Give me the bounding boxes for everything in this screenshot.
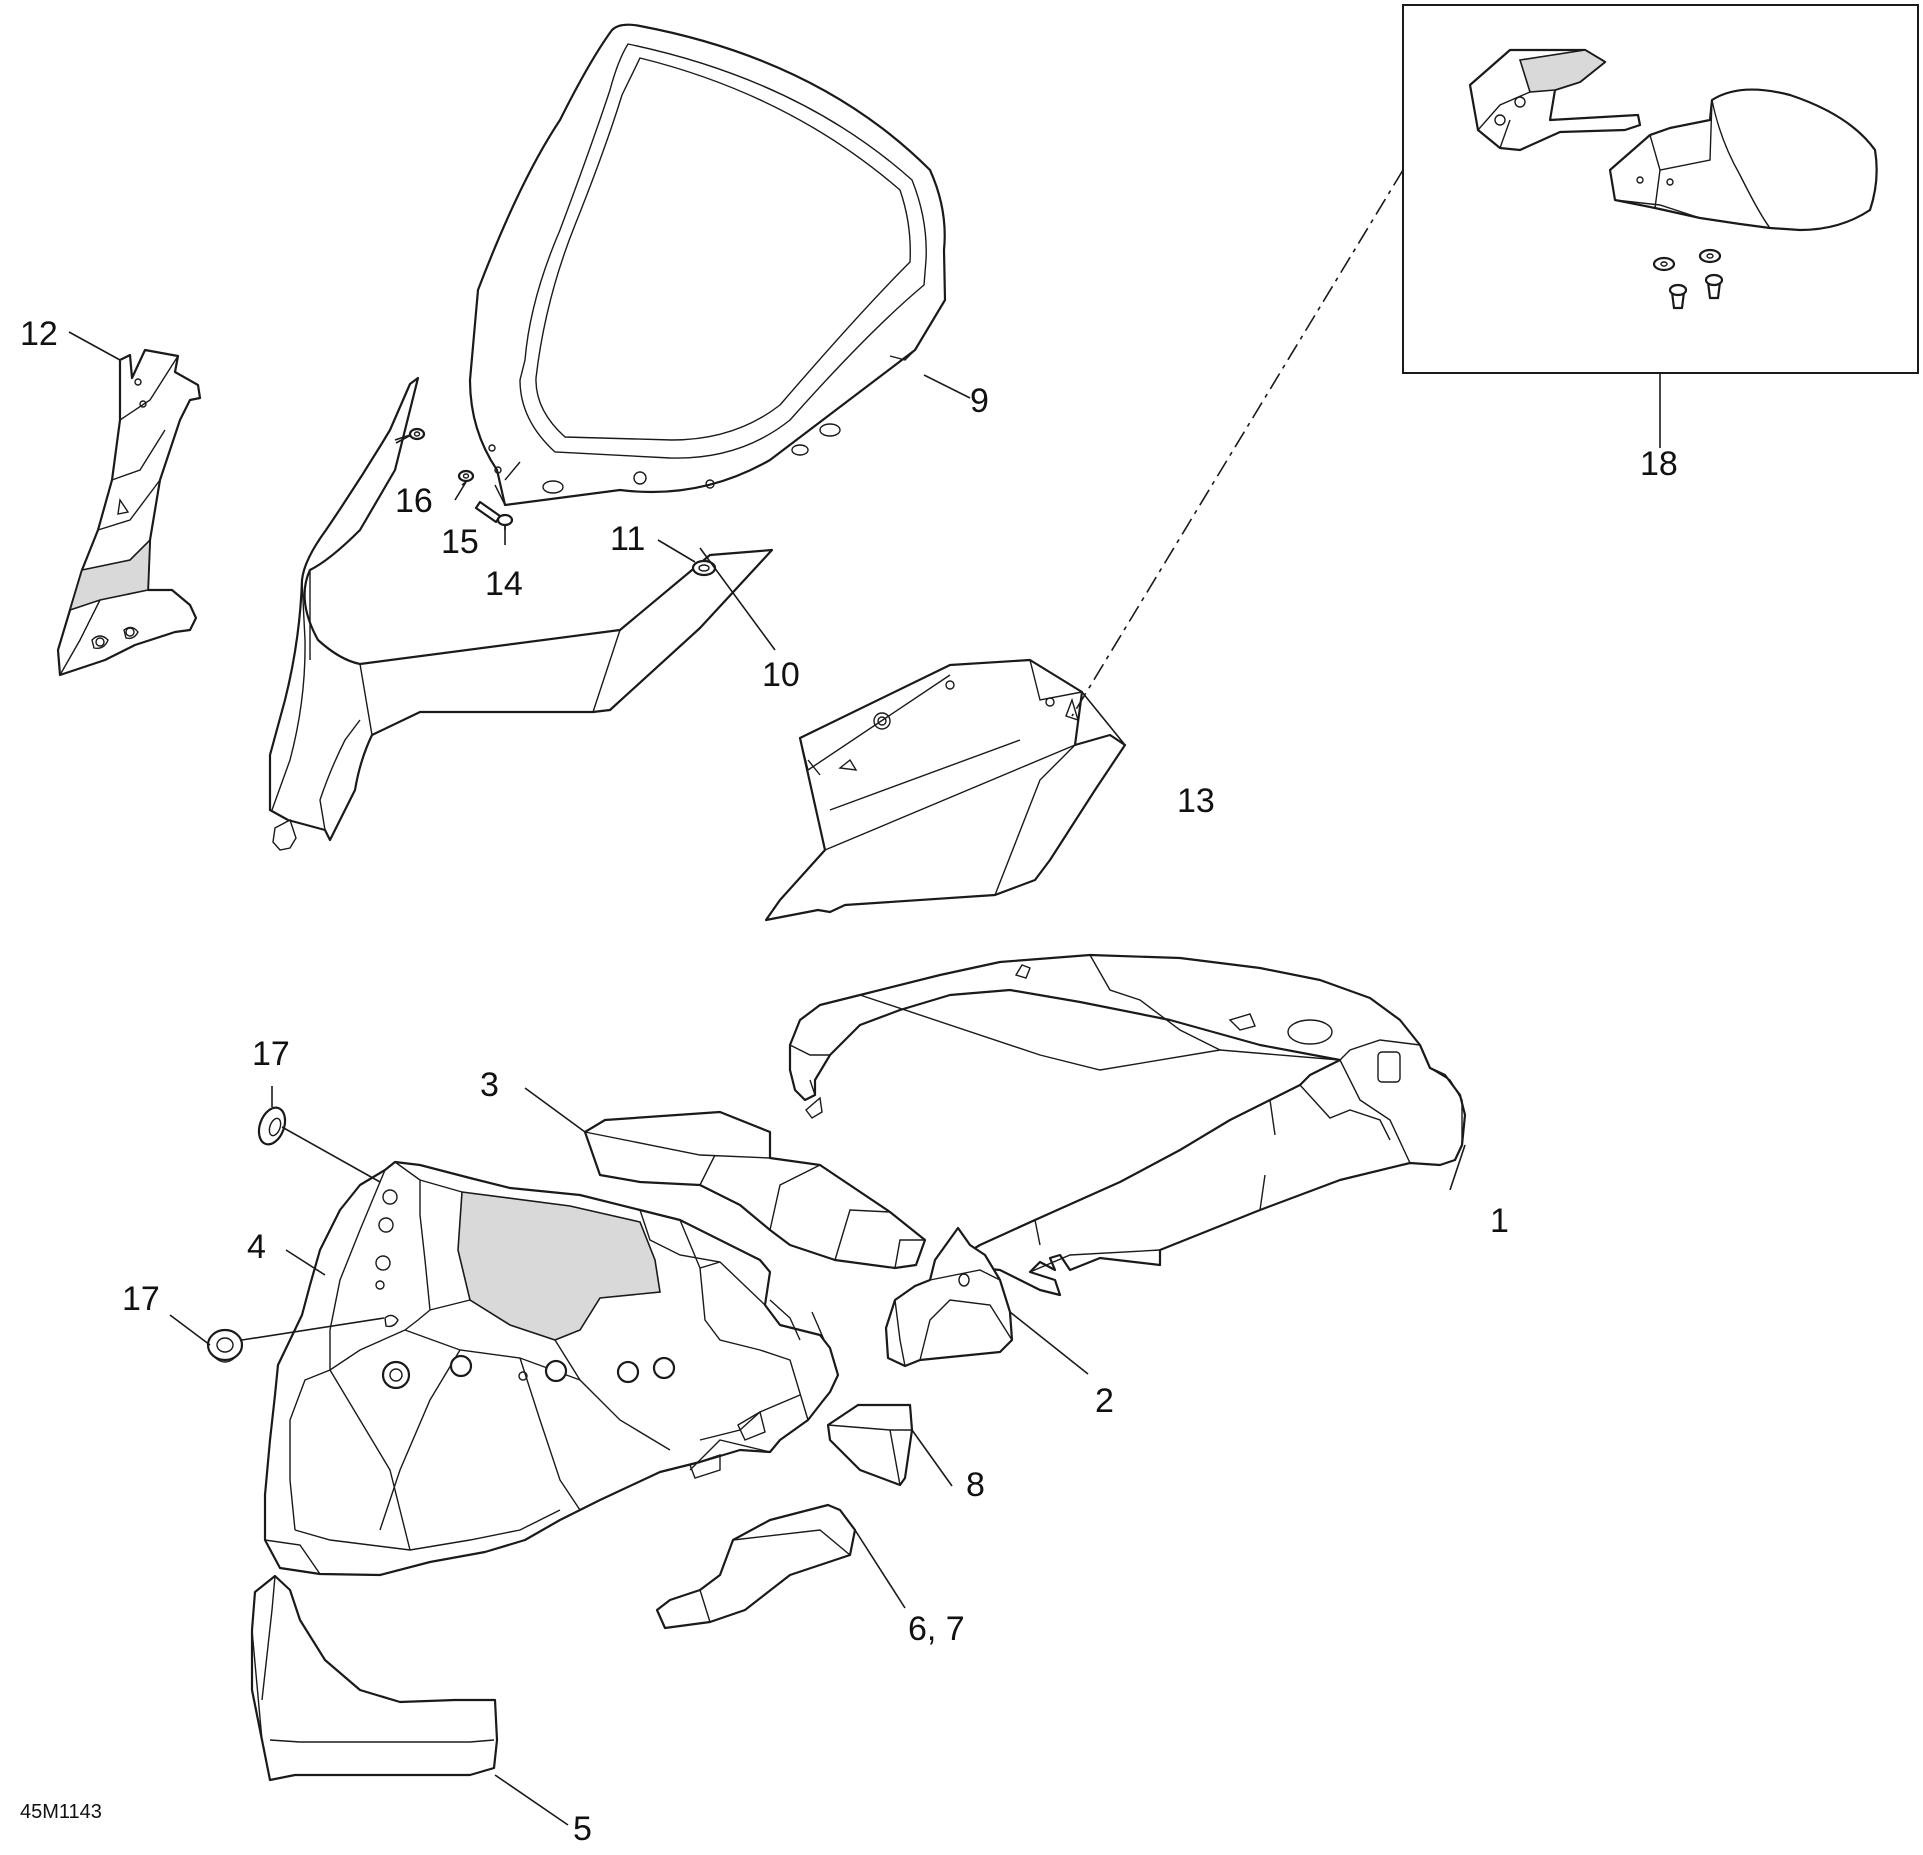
hardware-bolt-14 (474, 500, 514, 527)
callout-13: 13 (1177, 782, 1215, 820)
part-mirror (1608, 88, 1878, 232)
part-block (826, 1403, 914, 1487)
reference-code: 45M1143 (20, 1801, 102, 1823)
part-upper-trim (583, 1110, 927, 1270)
callout-6-7: 6, 7 (908, 1610, 965, 1648)
part-front-nose (263, 1160, 840, 1577)
leader-lines (68, 169, 1661, 1826)
part-rear-frame (788, 953, 1467, 1297)
callout-17-top: 17 (252, 1035, 290, 1073)
callout-labels: 1 2 3 4 5 6, 7 8 9 10 11 12 13 14 15 16 … (20, 315, 1678, 1848)
callout-15: 15 (441, 523, 479, 561)
part-side-deflector (56, 348, 202, 677)
hardware-mirror-fasteners (1652, 248, 1724, 310)
hardware-grommet-17-top (257, 1106, 287, 1146)
part-lower-skirt (250, 1574, 499, 1782)
hardware-nut-16 (408, 427, 426, 441)
callout-17-left: 17 (122, 1280, 160, 1318)
callout-10: 10 (762, 656, 800, 694)
inset-mirror-kit (1402, 4, 1919, 374)
part-mirror-bracket (1468, 48, 1642, 152)
callout-1: 1 (1490, 1202, 1509, 1240)
callout-2: 2 (1095, 1382, 1114, 1420)
callout-5: 5 (573, 1810, 592, 1848)
part-windshield (468, 23, 947, 507)
callout-18: 18 (1640, 445, 1678, 483)
hardware-grommet-17-left (206, 1328, 244, 1363)
callout-4: 4 (247, 1228, 266, 1266)
callout-3: 3 (480, 1066, 499, 1104)
callout-9: 9 (970, 382, 989, 420)
callout-16: 16 (395, 482, 433, 520)
part-windshield-support (268, 376, 774, 851)
callout-11: 11 (610, 520, 645, 558)
hardware-washer-15 (457, 469, 475, 483)
part-lower-trim (655, 1503, 857, 1630)
part-side-panel (764, 658, 1127, 922)
part-vent-cover (884, 1226, 1014, 1368)
callout-14: 14 (485, 565, 523, 603)
callout-12: 12 (20, 315, 58, 353)
callout-8: 8 (966, 1466, 985, 1504)
